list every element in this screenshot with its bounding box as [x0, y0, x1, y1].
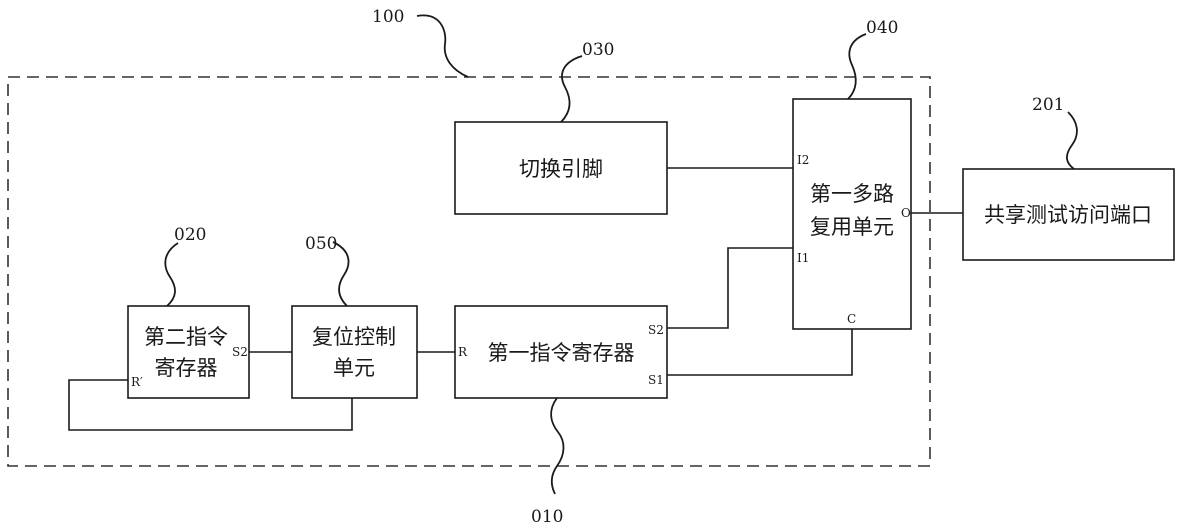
second-reg-box — [127, 305, 250, 399]
first-reg-pin-s2: S2 — [648, 323, 664, 337]
leader-050 — [332, 241, 350, 307]
reset-ctrl-label-line2: 单元 — [333, 356, 375, 380]
ref-201: 201 — [1032, 95, 1064, 115]
leader-020 — [164, 242, 179, 307]
mux-label-line2: 复用单元 — [810, 215, 894, 239]
mux-label-line1: 第一多路 — [810, 182, 894, 206]
ref-020: 020 — [174, 225, 206, 245]
wire-first-reg-s2-to-mux-i1 — [667, 247, 793, 329]
second-reg-pin-s2: S2 — [232, 345, 248, 359]
first-reg-pin-r: R — [458, 345, 468, 359]
mux-pin-i1: I1 — [797, 251, 809, 265]
ref-100: 100 — [372, 7, 404, 27]
leader-100 — [416, 14, 469, 78]
ref-010: 010 — [531, 507, 563, 527]
leader-010 — [550, 397, 565, 495]
second-reg-pin-r: R′ — [131, 375, 143, 389]
leader-040 — [847, 33, 867, 100]
second-reg-label-line2: 寄存器 — [155, 356, 218, 380]
leader-201 — [1066, 111, 1078, 170]
ref-040: 040 — [866, 18, 898, 38]
first-reg-label: 第一指令寄存器 — [488, 341, 635, 365]
wire-reset-feedback-to-second-reg-r — [68, 379, 353, 431]
shared-port-label: 共享测试访问端口 — [984, 203, 1152, 227]
ref-030: 030 — [582, 40, 614, 60]
switch-pin-box — [454, 121, 668, 215]
leader-030 — [560, 55, 583, 123]
mux-pin-i2: I2 — [797, 153, 809, 167]
mux-pin-c: C — [847, 312, 856, 326]
ref-050: 050 — [305, 234, 337, 254]
second-reg-label-line1: 第二指令 — [144, 325, 228, 349]
wire-first-reg-s1-to-mux-c — [667, 329, 853, 376]
reset-ctrl-box — [291, 305, 418, 399]
first-reg-box — [454, 305, 668, 399]
switch-pin-label: 切换引脚 — [519, 157, 603, 181]
reset-ctrl-label-line1: 复位控制 — [312, 325, 396, 349]
mux-pin-o: O — [901, 206, 911, 220]
mux-box — [792, 98, 912, 330]
system-boundary — [7, 76, 931, 467]
shared-port-box — [962, 168, 1175, 261]
first-reg-pin-s1: S1 — [648, 373, 664, 387]
